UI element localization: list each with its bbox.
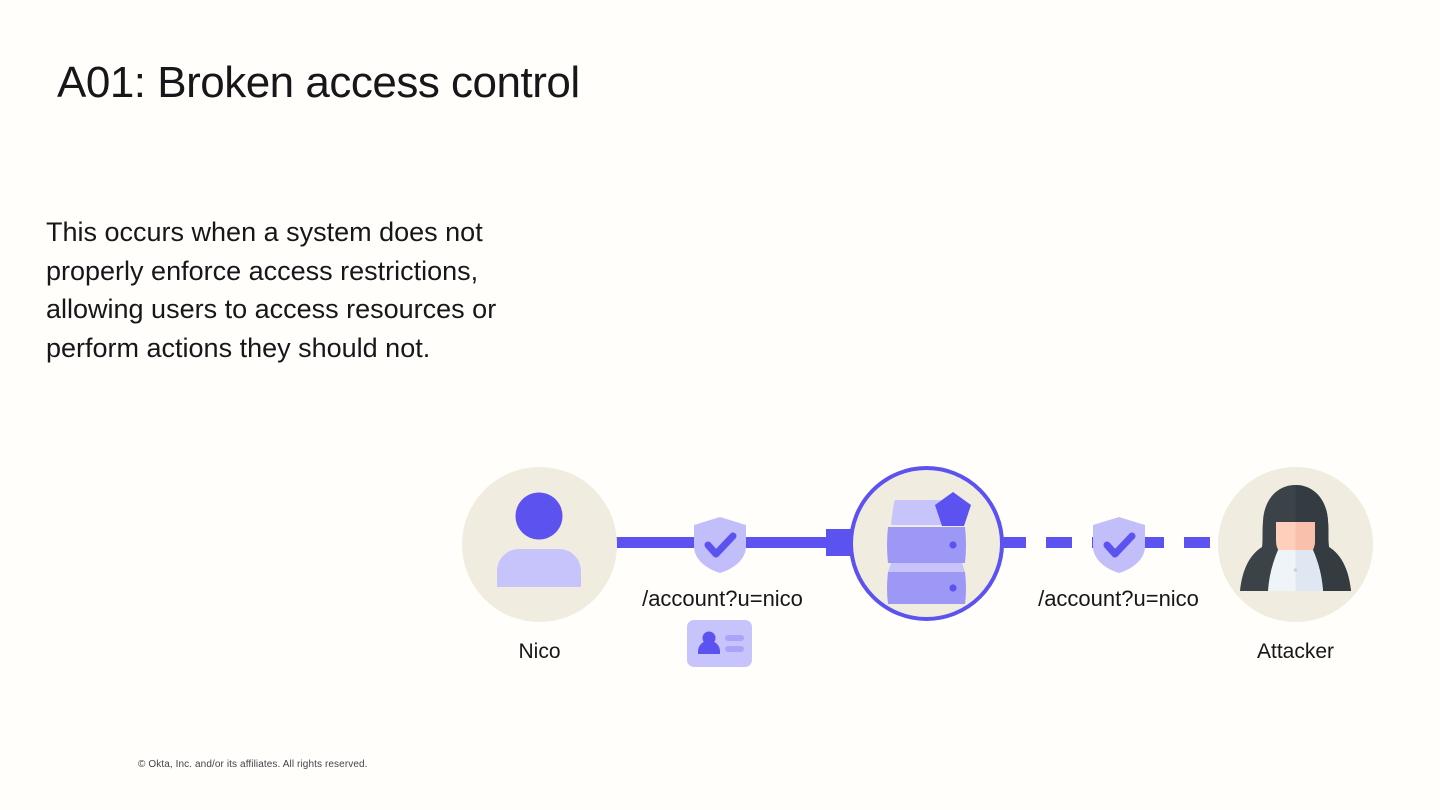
copyright-footer: © Okta, Inc. and/or its affiliates. All … (138, 759, 368, 770)
avatar-nico (462, 467, 617, 622)
user-avatar-icon (462, 467, 617, 622)
node-caption-nico: Nico (518, 640, 561, 663)
hooded-attacker-icon (1218, 467, 1373, 622)
shield-check-icon-attacker (1091, 516, 1147, 574)
server-node (849, 466, 1004, 621)
request-url-attacker: /account?u=nico (1038, 586, 1199, 611)
page-title: A01: Broken access control (57, 58, 580, 107)
id-card-icon (687, 620, 752, 667)
avatar-attacker (1218, 467, 1373, 622)
connector-endpoint-square (826, 529, 853, 556)
server-stack-icon (887, 492, 971, 604)
node-caption-attacker: Attacker (1256, 640, 1335, 663)
body-paragraph: This occurs when a system does not prope… (46, 217, 497, 363)
request-url-legit: /account?u=nico (642, 586, 803, 611)
shield-check-icon-legit (692, 516, 748, 574)
